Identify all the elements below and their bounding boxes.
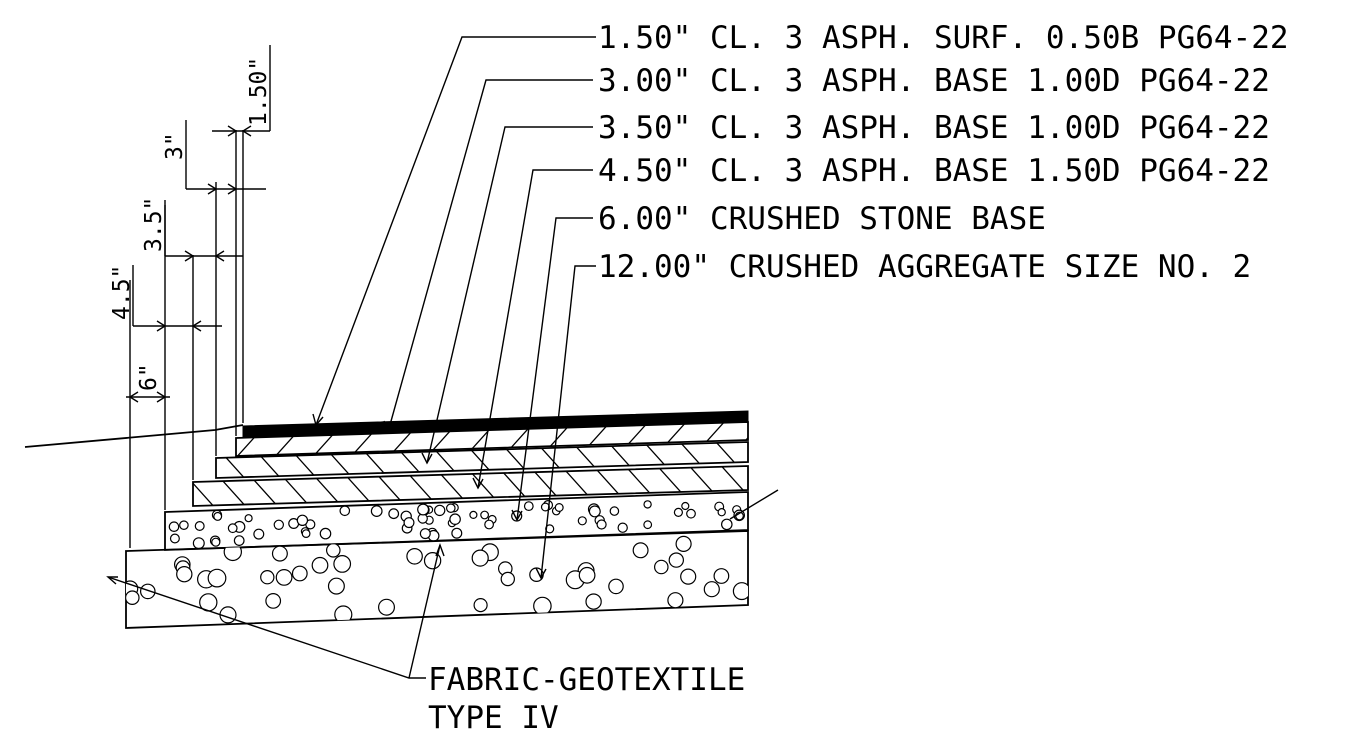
layer-base-course-1 — [235, 421, 749, 457]
dim-6: 6" — [136, 363, 162, 391]
existing-ground-line — [24, 424, 244, 448]
callout-crushed-aggregate: 12.00" CRUSHED AGGREGATE SIZE NO. 2 — [598, 249, 1251, 285]
fabric-note-line-2: TYPE IV — [428, 700, 559, 736]
dim-3: 3" — [162, 132, 188, 160]
dim-1-50: 1.50" — [246, 57, 272, 126]
aggregate-crushed-no2 — [126, 535, 748, 624]
layer-crushed-stone-base — [164, 491, 749, 551]
callout-base-course-4-50: 4.50" CL. 3 ASPH. BASE 1.50D PG64-22 — [598, 153, 1270, 189]
dim-3-5: 3.5" — [141, 197, 167, 252]
layer-base-course-2 — [215, 441, 749, 479]
layer-base-course-3 — [192, 465, 749, 507]
leader-arrowheads — [106, 413, 547, 585]
dimension-lines — [126, 45, 271, 403]
layer-crushed-aggregate — [125, 530, 749, 629]
dim-4-5: 4.5" — [109, 265, 135, 320]
aggregate-crushed-stone — [168, 500, 745, 550]
callout-surface-course: 1.50" CL. 3 ASPH. SURF. 0.50B PG64-22 — [598, 20, 1289, 56]
callout-base-course-3-50: 3.50" CL. 3 ASPH. BASE 1.00D PG64-22 — [598, 110, 1270, 146]
fabric-note-line-1: FABRIC-GEOTEXTILE — [428, 662, 745, 698]
callout-leaders — [107, 36, 779, 679]
callout-base-course-3-00: 3.00" CL. 3 ASPH. BASE 1.00D PG64-22 — [598, 63, 1270, 99]
callout-crushed-stone-base: 6.00" CRUSHED STONE BASE — [598, 201, 1046, 237]
